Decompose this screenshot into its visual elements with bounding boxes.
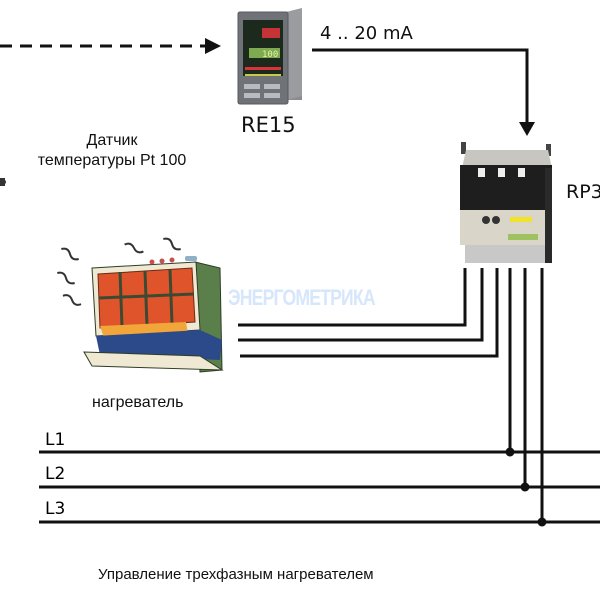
heater-wire-2 <box>238 268 484 342</box>
re15-controller-icon: 100 <box>237 8 302 105</box>
phase-label-l1: L1 <box>45 430 66 450</box>
phase-label-l3: L3 <box>45 499 66 519</box>
sensor-label-line1: Датчик <box>86 132 138 149</box>
current-signal-arrow-head-icon <box>519 122 535 136</box>
power-controller-label: RP3 <box>566 181 600 203</box>
sensor-arrow-head-icon <box>205 38 221 54</box>
junction-dot-l3 <box>537 517 547 527</box>
signal-label: 4 .. 20 mA <box>320 23 413 44</box>
heater-label: нагреватель <box>92 394 184 411</box>
phase-label-l2: L2 <box>45 464 66 484</box>
sensor-label: Датчик температуры Pt 100 <box>12 131 212 171</box>
temperature-sensor-icon <box>0 178 6 186</box>
current-signal-line <box>312 48 529 124</box>
rp3-power-controller-icon <box>460 142 552 263</box>
controller-label: RE15 <box>241 113 296 137</box>
sensor-label-line2: температуры Pt 100 <box>37 152 187 169</box>
diagram-caption: Управление трехфазным нагревателем <box>98 566 374 583</box>
junction-dot-l2 <box>520 482 530 492</box>
watermark: ЭНЕРГОМЕТРИКА <box>228 285 376 310</box>
junction-dot-l1 <box>505 447 515 457</box>
heater-icon <box>57 237 224 373</box>
heater-wire-1 <box>238 268 467 327</box>
heater-wire-3 <box>240 268 499 358</box>
controller-display-bottom: 100 <box>262 50 278 60</box>
